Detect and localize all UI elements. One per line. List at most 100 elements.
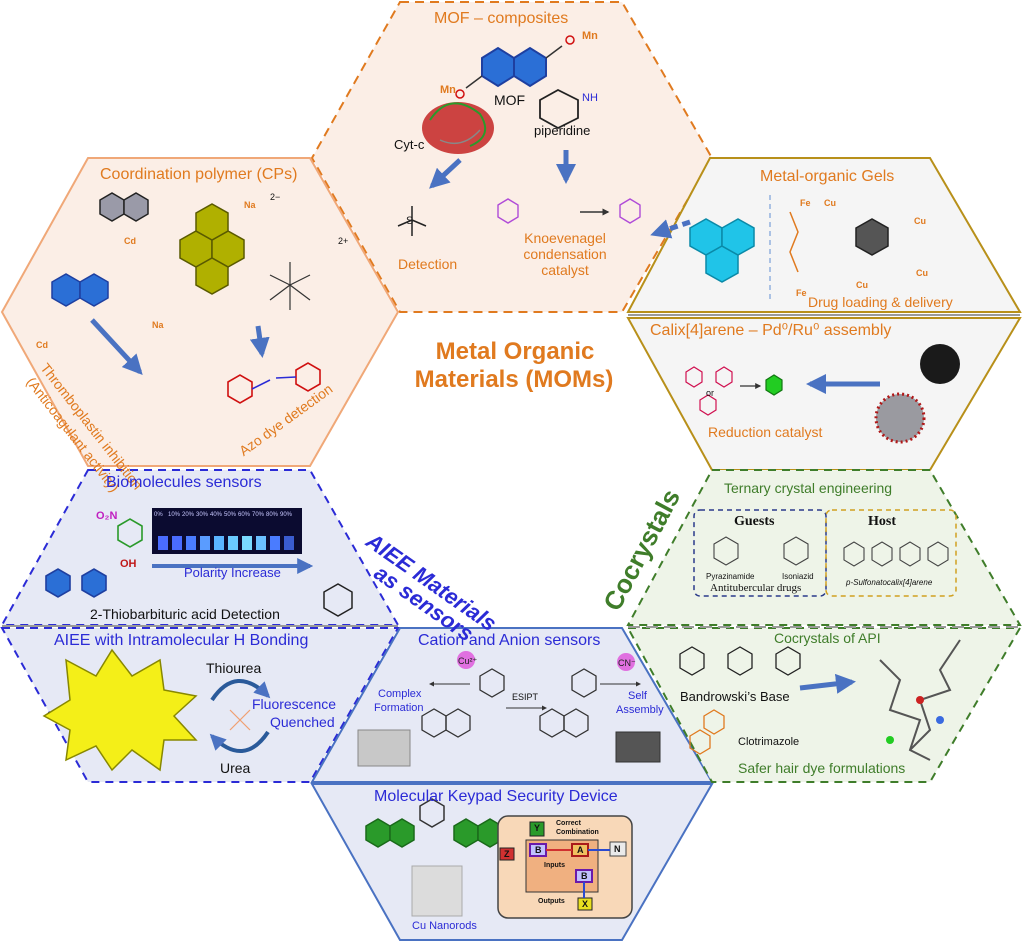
cn-ion-label: CN⁻ [618, 658, 636, 668]
complex-formation-line1: Complex [378, 688, 422, 700]
fumarate-ligand [789, 211, 799, 273]
correct-combination-line2: Combination [556, 829, 599, 836]
bandrowski-base-structure [679, 646, 801, 676]
mof-carboxylate-bonds [455, 35, 575, 99]
thiobarbituric-label: 2-Thiobarbituric acid Detection [90, 606, 280, 622]
key-b1-label: B [535, 845, 542, 855]
cp-mn-complex [269, 262, 311, 310]
fluorescence-burst [42, 648, 198, 772]
nanorods-tem-image [411, 865, 463, 917]
knoevenagel-line1: Knoevenagel [524, 230, 606, 246]
center-title-line1: Metal Organic [435, 338, 595, 365]
vial-percent-label: 90% [280, 512, 293, 518]
cu-label-1: Cu [824, 198, 836, 208]
cd-label-2: Cd [36, 340, 48, 350]
arrow-to-cocrystal [799, 673, 856, 694]
calixarene-structure [843, 541, 949, 567]
polarity-vials [152, 508, 302, 554]
cytochrome-c-protein [422, 102, 494, 154]
complex-tem-image [357, 729, 411, 767]
clotrimazole-structure [689, 709, 725, 755]
cd-label-1: Cd [124, 236, 136, 246]
mof-title: MOF – composites [434, 10, 569, 27]
svg-text:S: S [406, 215, 413, 227]
cp-naphthalene-ligand [51, 273, 109, 307]
guests-box [693, 509, 827, 597]
bio-title: Biomolecules sensors [106, 474, 262, 491]
cu-label-4: Cu [916, 268, 928, 278]
vial-percent-label: 0% [154, 512, 163, 518]
sulfate-structure: S [397, 206, 427, 236]
complex-formation-line2: Formation [374, 702, 424, 714]
btc-ligand [855, 218, 889, 256]
thiourea-label: Thiourea [206, 660, 262, 676]
bandrowski-label: Bandrowski’s Base [680, 689, 790, 704]
phenanthroline-complex [689, 218, 755, 283]
knoevenagel-line3: catalyst [541, 262, 589, 278]
piperidine-ring [539, 88, 579, 130]
carbazole-sensor [45, 518, 143, 598]
urea-cross-2 [229, 709, 251, 731]
keypad-title: Molecular Keypad Security Device [374, 788, 618, 805]
ternary-crystal-hexagon [626, 469, 1022, 626]
charge-label-1: 2− [270, 192, 281, 202]
piperidine-nh-label: NH [582, 92, 598, 104]
vial-percent-label: 20% [182, 512, 195, 518]
keypad-logic-panel [497, 815, 633, 919]
thiobarbituric-ring [323, 583, 353, 617]
mn-label-1: Mn [582, 30, 598, 42]
cu-label-3: Cu [856, 280, 868, 290]
nanoparticle-cluster [874, 392, 926, 444]
pyrazinamide-structure [713, 536, 809, 566]
cycle-arrow-bottom [209, 730, 270, 754]
cn-ion-badge [617, 653, 635, 671]
coordination-polymer-hexagon [0, 157, 400, 467]
cation-sensor-structure-left [421, 668, 505, 738]
na-label-1: Na [244, 200, 256, 210]
pyrazinamide-label: Pyrazinamide [706, 572, 755, 581]
arrow-to-azo [249, 325, 270, 358]
fe-label-2: Fe [796, 288, 807, 298]
na-label-2: Na [152, 320, 164, 330]
self-assembly-tem-image [615, 731, 661, 763]
cation-sensor-structure-right [539, 668, 597, 738]
fe-label-1: Fe [800, 198, 811, 208]
vial-percent-label: 50% [224, 512, 237, 518]
isoniazid-label: Isoniazid [782, 572, 814, 581]
vial-percent-label: 30% [196, 512, 209, 518]
cp-pyrene-ligand [179, 203, 245, 295]
arrow-to-thromboplastin [90, 318, 143, 375]
drug-delivery-label: Drug loading & delivery [808, 294, 953, 310]
center-title-line2: Materials (MOMs) [414, 366, 614, 393]
azo-dye-structure [227, 362, 321, 404]
api-title: Cocrystals of API [774, 630, 881, 646]
calix-title: Calix[4]arene – Pd⁰/Ru⁰ assembly [650, 322, 892, 339]
knoevenagel-line2: condensation [523, 246, 607, 262]
vial-percent-label: 70% [252, 512, 265, 518]
cu-ion-label: Cu²⁺ [458, 656, 478, 666]
vial-percent-label: 80% [266, 512, 279, 518]
guests-label: Guests [734, 514, 775, 529]
key-y-label: Y [534, 823, 541, 833]
fluorescence-line1: Fluorescence [252, 696, 337, 712]
piperidine-label: piperidine [534, 123, 591, 138]
nitro-reduction-scheme [685, 366, 783, 416]
host-label: Host [868, 514, 896, 529]
cp-quinoline-ligand [99, 192, 149, 222]
calix-or-label: or [706, 388, 715, 398]
oh-label: OH [120, 558, 137, 570]
cocrystal-structure [879, 639, 961, 761]
sulfonatocalix-label: p-Sulfonatocalix[4]arene [846, 578, 933, 587]
self-assembly-line2: Assembly [616, 704, 664, 716]
key-z-label: Z [504, 849, 510, 859]
aiee-h-title: AIEE with Intramolecular H Bonding [54, 632, 309, 649]
keypad-molecule [365, 798, 503, 848]
mof-structure-label: MOF [494, 92, 526, 108]
key-b2-label: B [581, 871, 588, 881]
calix-assembly-hexagon [626, 317, 1022, 471]
key-x-label: X [582, 899, 589, 909]
naphthalene-ligand [481, 46, 547, 88]
outputs-label: Outputs [538, 898, 565, 905]
nanoparticle-black [920, 344, 960, 384]
